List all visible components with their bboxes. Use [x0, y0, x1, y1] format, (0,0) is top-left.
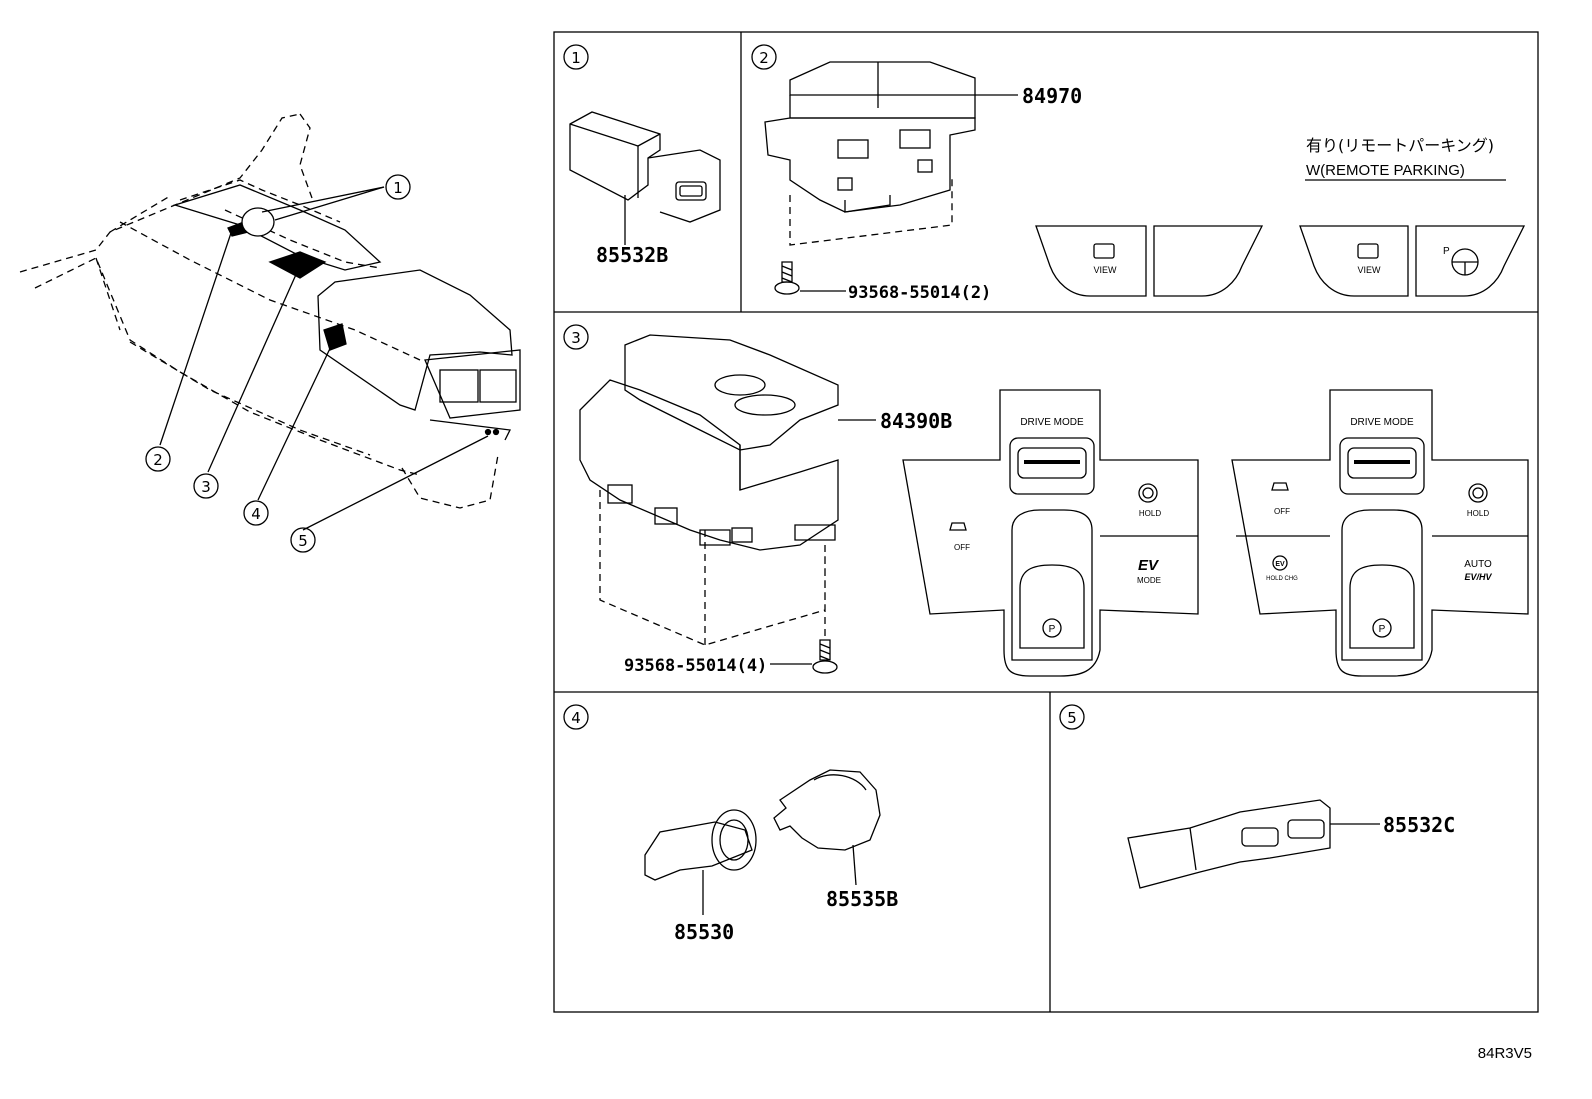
blank-switch-cover: [1153, 225, 1264, 297]
view-label-b: VIEW: [1357, 265, 1381, 275]
drive-mode-label-right: DRIVE MODE: [1350, 417, 1414, 428]
part-label-85535B: 85535B: [826, 887, 898, 911]
part-label-85530: 85530: [674, 920, 734, 944]
part-label-85532C: 85532C: [1383, 813, 1455, 837]
hold-label-left: HOLD: [1139, 509, 1161, 518]
hold-chg-label-right: HOLD CHG: [1266, 576, 1298, 582]
callout-5-label: 5: [298, 532, 308, 550]
p-label-left: P: [1049, 624, 1056, 635]
part-85535B-drawing: [773, 769, 881, 886]
panel-5-number: 5: [1067, 709, 1077, 727]
ev-label-right: EV: [1275, 561, 1285, 568]
part-85532B-drawing: [569, 111, 721, 245]
panel-3-number: 3: [571, 329, 581, 347]
callout-4-label: 4: [251, 505, 261, 523]
screw-label-p2: 93568-55014(2): [848, 283, 991, 303]
part-84970-drawing: [764, 61, 1526, 297]
panel-grid: [553, 31, 1539, 1013]
callout-5: [290, 527, 316, 553]
shift-panel-left: [902, 389, 1199, 677]
drive-mode-label-left: DRIVE MODE: [1020, 417, 1084, 428]
panel-4-number: 4: [571, 709, 581, 727]
callout-2-label: 2: [153, 451, 163, 469]
view-switch-cover-a: [1035, 225, 1147, 297]
callout-3: [193, 473, 219, 499]
callout-3-label: 3: [201, 478, 211, 496]
view-label-a: VIEW: [1093, 265, 1117, 275]
evhv-label-right: EV/HV: [1464, 572, 1492, 582]
part-84390B-drawing: [579, 334, 1529, 677]
off-label-right: OFF: [1274, 507, 1290, 516]
p-label-remote-park: P: [1443, 246, 1450, 257]
ev-label-left: EV: [1138, 557, 1160, 574]
panel-1-number: 1: [571, 49, 581, 67]
part-label-84390B: 84390B: [880, 409, 952, 433]
callout-circles: [145, 44, 1085, 730]
off-label-left: OFF: [954, 543, 970, 552]
part-85532C-drawing: [1127, 799, 1380, 889]
auto-label-right: AUTO: [1464, 559, 1492, 570]
diagram-code: 84R3V5: [1478, 1045, 1532, 1062]
option-label-en: W(REMOTE PARKING): [1306, 162, 1465, 179]
callout-1: [385, 174, 411, 200]
remote-park-switch-cover: [1415, 225, 1526, 297]
part-label-85532B: 85532B: [596, 243, 668, 267]
option-label-jp: 有り(リモートパーキング): [1306, 136, 1494, 155]
mode-label-left: MODE: [1137, 576, 1161, 585]
p-label-right: P: [1379, 624, 1386, 635]
panel-2-number: 2: [759, 49, 769, 67]
callout-2: [145, 446, 171, 472]
part-label-84970: 84970: [1022, 84, 1082, 108]
part-85530-drawing: [644, 809, 757, 915]
console-overview: [19, 113, 521, 531]
view-switch-cover-b: [1299, 225, 1409, 297]
callout-1-label: 1: [393, 179, 403, 197]
hold-label-right: HOLD: [1467, 509, 1489, 518]
screw-label-p3: 93568-55014(4): [624, 656, 767, 676]
callout-4: [243, 500, 269, 526]
shift-panel-right: [1231, 389, 1529, 677]
